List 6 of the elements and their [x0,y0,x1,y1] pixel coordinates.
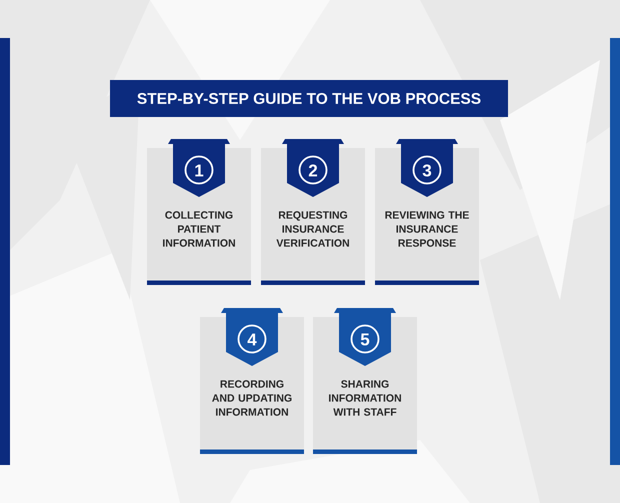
number-badge: 2 [282,139,344,197]
number-badge: 3 [396,139,458,197]
number-badge: 4 [221,308,283,366]
title-banner: STEP-BY-STEP GUIDE TO THE VOB PROCESS [110,80,508,117]
number-badge: 1 [168,139,230,197]
number-badge: 5 [334,308,396,366]
